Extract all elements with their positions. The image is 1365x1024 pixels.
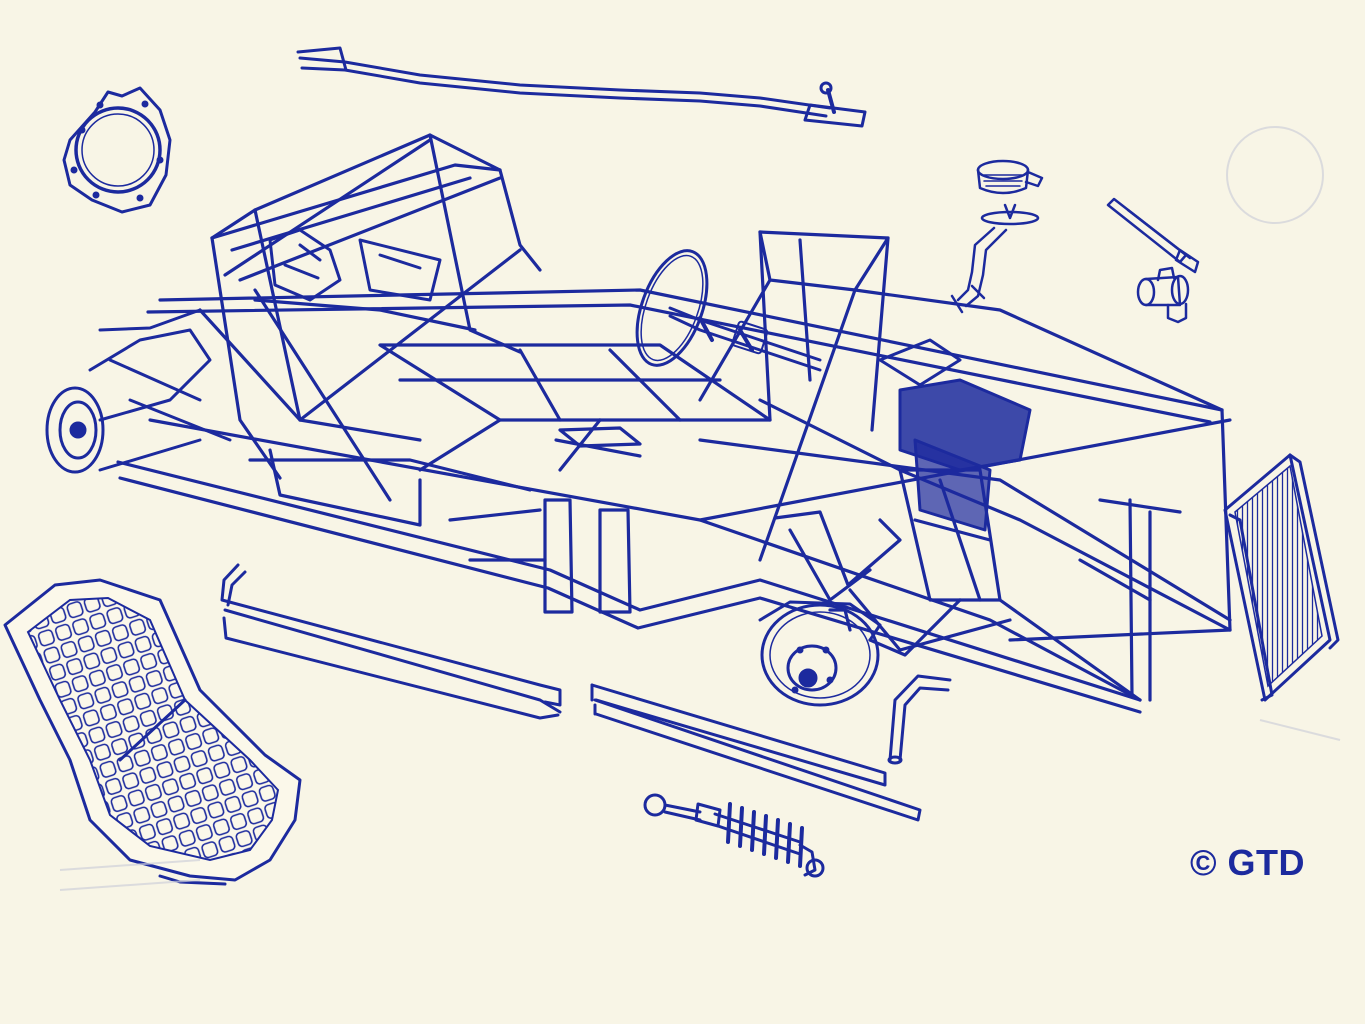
- filler-neck-hose: [950, 203, 1040, 314]
- radiator: [1223, 453, 1340, 702]
- front-hub-disc: [758, 600, 882, 707]
- bleed-through-marks: [59, 126, 1341, 891]
- gearbox-block: [878, 338, 1032, 532]
- bellhousing-plate: [62, 86, 172, 214]
- water-pipe: [887, 674, 952, 765]
- wiper-motor: [1136, 266, 1190, 324]
- bucket-seat: [3, 578, 302, 886]
- side-tubes-left: [220, 563, 562, 720]
- filler-cap: [976, 159, 1044, 195]
- engine-mount-cluster: [268, 228, 442, 302]
- side-tubes-centre: [590, 683, 922, 822]
- wiper-arm: [1106, 197, 1200, 274]
- steering-column: [635, 249, 822, 372]
- gear-linkage-rod: [296, 46, 867, 128]
- rear-hub-disc: [45, 308, 232, 474]
- front-wishbones: [773, 510, 1012, 657]
- copyright-notice: © GTD: [1190, 842, 1306, 883]
- coilover-shock: [643, 793, 825, 878]
- space-frame-chassis: [116, 133, 1232, 714]
